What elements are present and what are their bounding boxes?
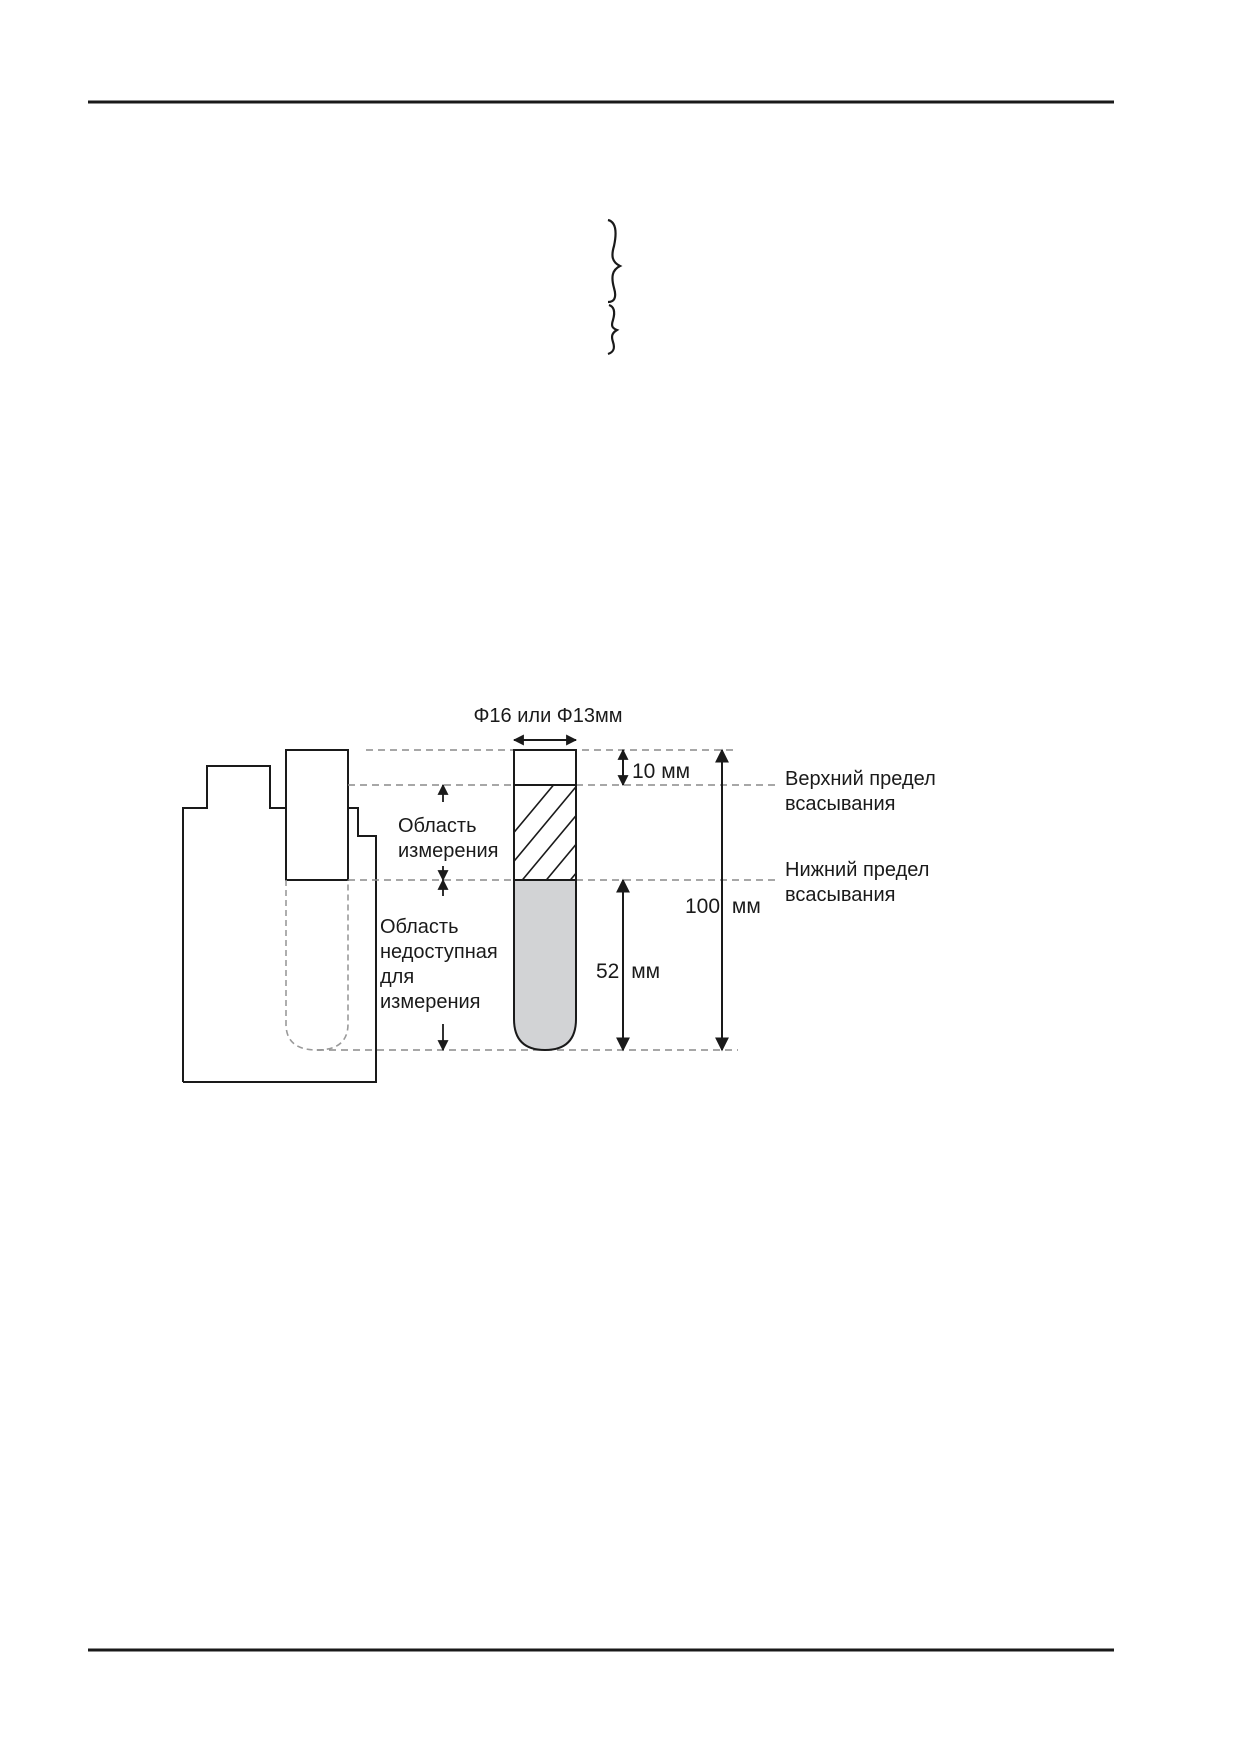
measure-area-label-line2: измерения — [398, 840, 499, 862]
tube-outline — [513, 749, 577, 1052]
unavailable-area-label-line4: измерения — [380, 991, 481, 1013]
lower-limit-label-line2: всасывания — [785, 884, 895, 906]
measure-area-label: Область измерения — [398, 815, 499, 862]
unavailable-area-label-line1: Область — [380, 916, 459, 938]
lower-limit-label-line1: Нижний предел — [785, 859, 929, 881]
liquid-height-label: 52 мм — [596, 960, 660, 983]
measurement-zone-hatch — [514, 785, 576, 880]
upper-limit-label: Верхний предел всасывания — [785, 768, 941, 815]
top-gap-value: 10 — [632, 760, 655, 783]
curly-brace-lower — [607, 303, 620, 356]
sample-tube — [513, 749, 577, 1052]
diameter-label: Φ16 или Φ13мм — [473, 705, 622, 727]
total-height-label: 100 мм — [685, 895, 761, 918]
measure-area-label-line1: Область — [398, 815, 477, 837]
upper-limit-label-line1: Верхний предел — [785, 768, 936, 790]
inserted-tube-hidden — [285, 880, 349, 1051]
total-height-value: 100 — [685, 895, 720, 918]
tube-holder — [285, 749, 349, 881]
curly-brace-upper — [607, 218, 623, 304]
unavailable-area-label-line2: недоступная — [380, 941, 498, 963]
top-gap-unit: мм — [661, 760, 690, 783]
liquid-height-value: 52 — [596, 960, 619, 983]
liquid-fill — [514, 880, 576, 1050]
top-gap-label: 10 мм — [632, 760, 690, 783]
liquid-height-unit: мм — [631, 960, 660, 983]
lower-limit-label: Нижний предел всасывания — [785, 859, 935, 906]
analyzer-outline-right — [183, 807, 377, 1083]
unavailable-area-label: Область недоступная для измерения — [380, 916, 503, 1013]
analyzer-outline — [182, 765, 286, 1082]
total-height-unit: мм — [732, 895, 761, 918]
upper-limit-label-line2: всасывания — [785, 793, 895, 815]
unavailable-area-label-line3: для — [380, 966, 414, 988]
analyzer-body — [182, 749, 377, 1083]
